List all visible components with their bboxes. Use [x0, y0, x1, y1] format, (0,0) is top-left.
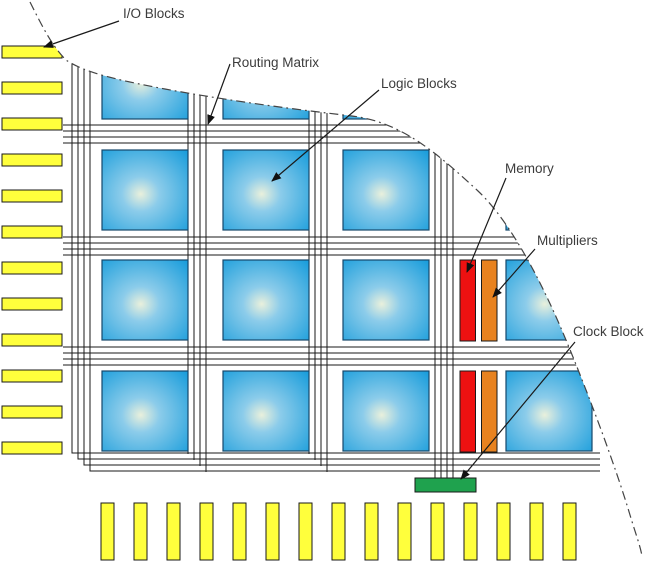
- io-block-bottom: [100, 502, 115, 561]
- logic-block: [342, 370, 430, 452]
- io-block-bottom: [430, 502, 445, 561]
- chip-boundary-arc: [29, 1, 643, 557]
- multiplier-block: [481, 370, 498, 453]
- logic-block: [222, 259, 310, 341]
- routing-line-frame: [71, 2, 600, 454]
- clock-block: [414, 477, 477, 493]
- memory-arrow: [466, 177, 507, 273]
- clock-block-label: Clock Block: [573, 324, 644, 339]
- io-block-left: [1, 153, 63, 167]
- logic-block: [222, 38, 310, 120]
- memory-block: [459, 370, 476, 453]
- io-block-left: [1, 333, 63, 347]
- io-block-left: [1, 189, 63, 203]
- logic-block: [342, 149, 430, 231]
- routing-line-frame: [77, 2, 600, 460]
- io-block-left: [1, 45, 63, 59]
- io-block-left: [1, 261, 63, 275]
- callout-labels: I/O Blocks Routing Matrix Logic Blocks M…: [123, 6, 644, 339]
- io-blocks-label: I/O Blocks: [123, 6, 185, 21]
- io-block-bottom: [298, 502, 313, 561]
- clock-block-arrow: [460, 341, 576, 480]
- memory-block: [459, 259, 476, 342]
- io-block-bottom: [562, 502, 577, 561]
- io-block-bottom: [496, 502, 511, 561]
- io-block-left: [1, 225, 63, 239]
- io-block-bottom: [133, 502, 148, 561]
- logic-block: [505, 38, 593, 120]
- io-block-bottom: [463, 502, 478, 561]
- logic-block: [101, 149, 189, 231]
- logic-block: [222, 149, 310, 231]
- io-blocks-arrow: [43, 20, 120, 48]
- logic-block: [101, 370, 189, 452]
- io-block-bottom: [166, 502, 181, 561]
- multipliers-arrow: [492, 248, 536, 298]
- logic-block: [101, 259, 189, 341]
- multipliers-label: Multipliers: [537, 233, 598, 248]
- memory-label: Memory: [505, 161, 554, 176]
- routing-matrix-arrow: [207, 63, 231, 125]
- io-block-bottom: [199, 502, 214, 561]
- logic-block: [222, 370, 310, 452]
- routing-matrix-label: Routing Matrix: [232, 55, 319, 70]
- io-block-left: [1, 369, 63, 383]
- io-block-left: [1, 297, 63, 311]
- routing-line-frame: [89, 2, 600, 472]
- io-block-bottom: [232, 502, 247, 561]
- io-block-bottom: [265, 502, 280, 561]
- routing-line-frame: [83, 2, 600, 466]
- multiplier-block: [481, 259, 498, 342]
- io-block-bottom: [529, 502, 544, 561]
- logic-block: [505, 370, 593, 452]
- callout-arrows: [43, 20, 576, 480]
- logic-blocks-arrow: [271, 89, 380, 182]
- io-block-left: [1, 405, 63, 419]
- io-block-bottom: [331, 502, 346, 561]
- io-block-bottom: [364, 502, 379, 561]
- io-block-bottom: [397, 502, 412, 561]
- logic-blocks-label: Logic Blocks: [381, 76, 457, 91]
- io-block-left: [1, 441, 63, 455]
- io-block-left: [1, 81, 63, 95]
- logic-block: [342, 259, 430, 341]
- io-block-left: [1, 117, 63, 131]
